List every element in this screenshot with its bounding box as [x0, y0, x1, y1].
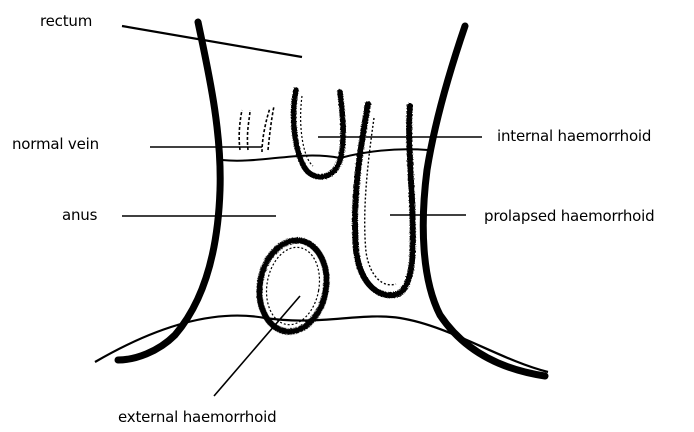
prolapsed-haemorrhoid-label: prolapsed haemorrhoid — [484, 209, 654, 224]
normal-vein-label: normal vein — [12, 137, 99, 152]
left-rectal-wall — [118, 22, 220, 360]
normal-vein — [239, 106, 274, 152]
rectum-leader — [122, 26, 302, 57]
rectum-label: rectum — [40, 14, 92, 29]
internal-haemorrhoid-label: internal haemorrhoid — [497, 129, 651, 144]
prolapsed-haemorrhoid — [355, 104, 413, 295]
right-rectal-wall — [423, 26, 545, 376]
dentate-line — [222, 149, 428, 160]
external-haemorrhoid-label: external haemorrhoid — [118, 410, 276, 425]
anus-label: anus — [62, 208, 97, 223]
external-haemorrhoid — [253, 235, 334, 337]
external-haemorrhoid-leader — [214, 296, 300, 396]
